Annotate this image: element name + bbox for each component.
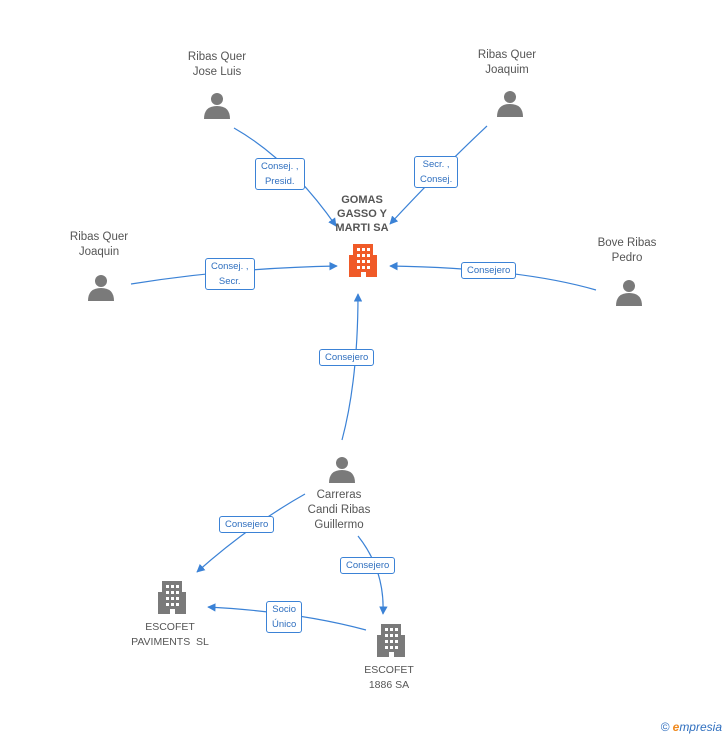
name-line: Joaquim [485, 64, 529, 76]
edge-label-line: Consejero [325, 352, 369, 363]
edge-label-guillermo-escofet1886: Consejero [340, 557, 396, 574]
edge-label-pedro: Consejero [461, 262, 517, 279]
edge-label-line: Secr. , [422, 159, 450, 170]
person-jose-luis-name[interactable]: Ribas Quer Jose Luis [162, 50, 272, 80]
person-icon [204, 93, 230, 119]
edge-label-line: Consej. , [211, 261, 249, 272]
edge-label-line: Consej. , [261, 161, 299, 172]
edge-label-line: Consejero [346, 560, 390, 571]
person-icon [88, 275, 114, 301]
name-line: ESCOFET [364, 664, 414, 676]
name-line: 1886 SA [368, 679, 410, 691]
name-line: Ribas Quer [477, 49, 537, 61]
company-escofet1886-name[interactable]: ESCOFET 1886 SA [334, 663, 444, 693]
building-icon [349, 244, 377, 277]
center-name-line: MARTI SA [335, 222, 389, 234]
person-guillermo-name[interactable]: Carreras Candi Ribas Guillermo [284, 488, 394, 533]
brand-name: mpresia [679, 720, 722, 734]
company-paviments-name[interactable]: ESCOFET PAVIMENTS SL [115, 620, 225, 650]
edge-label-line: Socio [272, 604, 297, 615]
building-icon [158, 581, 186, 614]
edge-label-guillermo: Consejero [319, 349, 375, 366]
person-joaquin-name[interactable]: Ribas Quer Joaquin [44, 230, 154, 260]
name-line: Joaquin [78, 246, 120, 258]
name-line: Carreras [316, 489, 362, 501]
edge-label-line: Consej. [420, 174, 453, 185]
person-icon [616, 280, 642, 306]
edge-label-joaquin: Consej. , Secr. [205, 258, 255, 290]
edge-label-line: Consejero [467, 265, 511, 276]
person-icon [329, 457, 355, 483]
edge-label-guillermo-paviments: Consejero [219, 516, 275, 533]
person-joaquim-name[interactable]: Ribas Quer Joaquim [452, 48, 562, 78]
name-line: Jose Luis [192, 66, 242, 78]
edge-label-line: Presid. [264, 176, 295, 187]
name-line: Guillermo [314, 519, 364, 531]
brand-initial: e [672, 720, 680, 734]
edge-label-escofet1886-paviments: Socio Único [266, 601, 303, 633]
name-line: ESCOFET [145, 621, 195, 633]
name-line: Candi Ribas [307, 504, 371, 516]
person-pedro-name[interactable]: Bove Ribas Pedro [572, 236, 682, 266]
edge-label-line: Único [272, 619, 297, 630]
edge-label-joaquim: Secr. , Consej. [414, 156, 459, 188]
center-company-name[interactable]: GOMAS GASSO Y MARTI SA [324, 193, 400, 235]
name-line: Ribas Quer [69, 231, 129, 243]
name-line: PAVIMENTS SL [131, 636, 209, 648]
name-line: Bove Ribas [597, 237, 657, 249]
name-line: Pedro [611, 252, 643, 264]
center-name-line: GASSO Y [337, 208, 387, 220]
person-icon [497, 91, 523, 117]
copyright-symbol: © [660, 720, 670, 734]
edge-guillermo-to-escofet1886 [357, 535, 388, 615]
edge-label-line: Secr. [218, 276, 241, 287]
building-icon [377, 624, 405, 657]
center-name-line: GOMAS [341, 194, 383, 206]
edge-guillermo-to-center [341, 293, 363, 441]
edge-label-jose-luis: Consej. , Presid. [255, 158, 305, 190]
name-line: Ribas Quer [187, 51, 247, 63]
edge-label-line: Consejero [225, 519, 269, 530]
brand-footer[interactable]: ©empresia [661, 720, 722, 734]
